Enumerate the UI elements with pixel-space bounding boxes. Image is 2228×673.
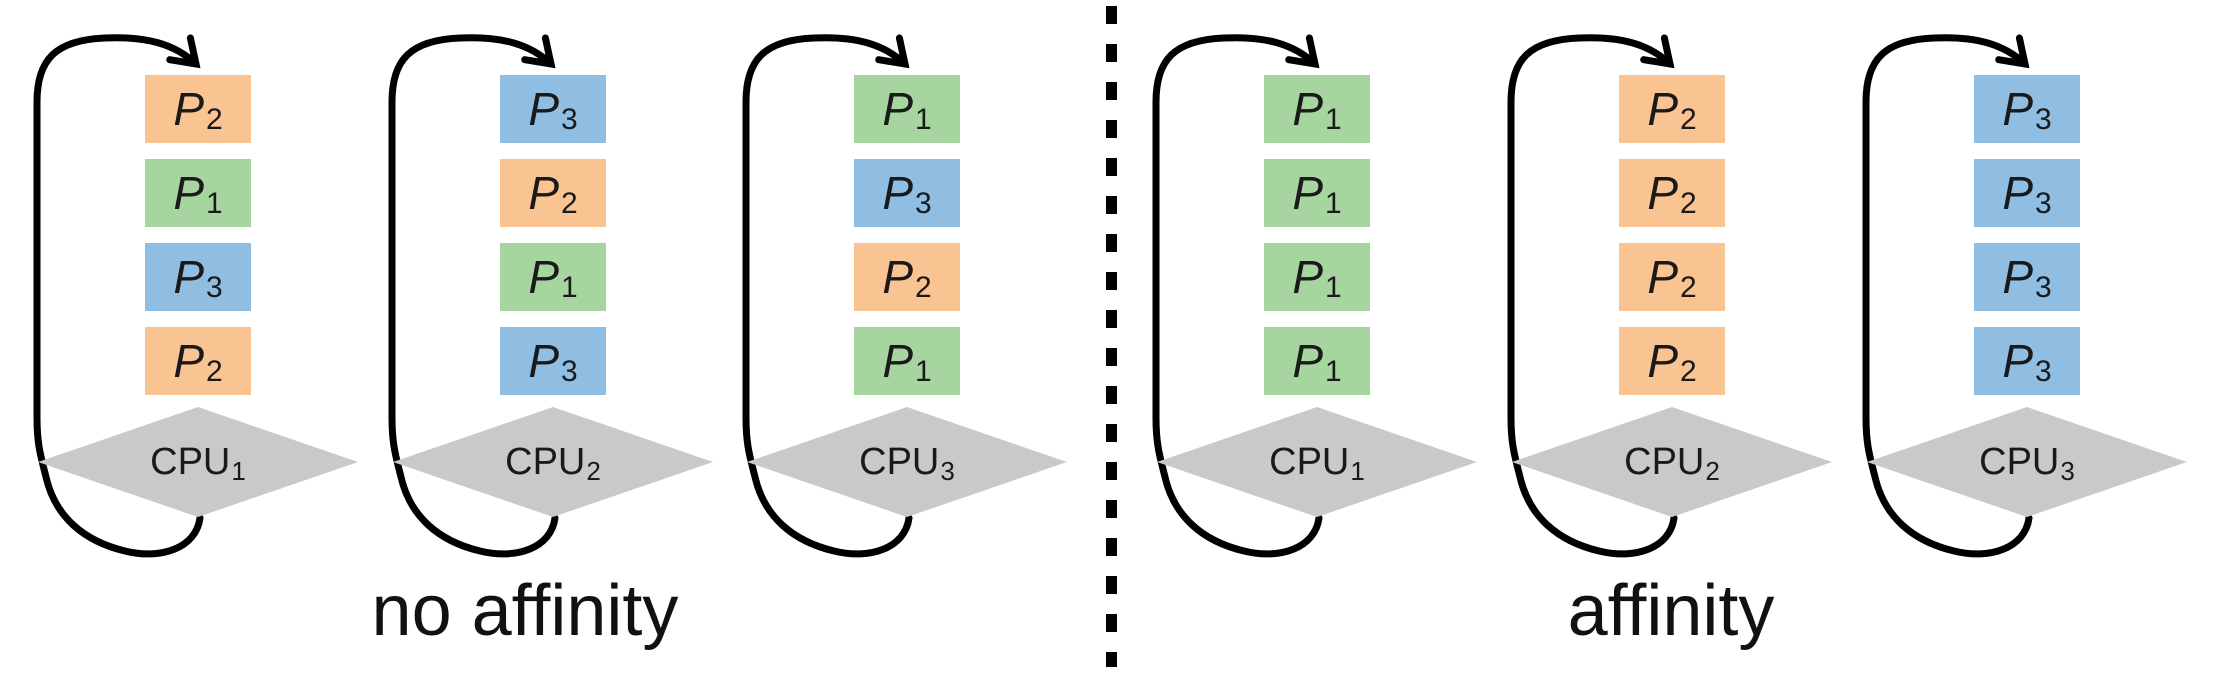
requeue-loop-arrow-icon xyxy=(33,34,204,558)
group-divider-dashed-line xyxy=(1106,6,1117,667)
cpu-subscript: 2 xyxy=(586,456,601,486)
process-label: P xyxy=(882,251,913,303)
process-subscript: 3 xyxy=(2035,355,2052,388)
process-subscript: 2 xyxy=(1680,271,1697,304)
process-label: P xyxy=(1647,335,1678,387)
process-label: P xyxy=(528,251,559,303)
process-label: P xyxy=(1647,251,1678,303)
cpu-subscript: 1 xyxy=(1350,456,1365,486)
process-subscript: 1 xyxy=(915,103,932,136)
process-subscript: 2 xyxy=(915,271,932,304)
process-subscript: 3 xyxy=(915,187,932,220)
process-label: P xyxy=(528,167,559,219)
requeue-loop-arrow-icon xyxy=(1152,34,1323,558)
process-subscript: 2 xyxy=(206,103,223,136)
process-subscript: 1 xyxy=(561,271,578,304)
process-subscript: 2 xyxy=(561,187,578,220)
cpu-label: CPU xyxy=(1624,441,1705,483)
process-subscript: 1 xyxy=(206,187,223,220)
process-label: P xyxy=(528,335,559,387)
process-label: P xyxy=(1292,167,1323,219)
group-label-no-affinity: no affinity xyxy=(371,571,679,651)
cpu-subscript: 3 xyxy=(2060,456,2075,486)
process-subscript: 2 xyxy=(1680,187,1697,220)
cpu-label: CPU xyxy=(859,441,940,483)
process-label: P xyxy=(1647,167,1678,219)
process-label: P xyxy=(882,335,913,387)
process-subscript: 3 xyxy=(561,103,578,136)
requeue-loop-arrow-icon xyxy=(1507,34,1678,558)
process-subscript: 1 xyxy=(1325,187,1342,220)
process-label: P xyxy=(882,167,913,219)
process-label: P xyxy=(173,83,204,135)
process-subscript: 1 xyxy=(1325,355,1342,388)
process-label: P xyxy=(2002,167,2033,219)
requeue-loop-arrow-icon xyxy=(1862,34,2033,558)
process-subscript: 3 xyxy=(206,271,223,304)
process-label: P xyxy=(173,167,204,219)
process-subscript: 3 xyxy=(2035,103,2052,136)
cpu-label: CPU xyxy=(505,441,586,483)
process-subscript: 1 xyxy=(1325,271,1342,304)
process-subscript: 2 xyxy=(1680,103,1697,136)
process-label: P xyxy=(1292,83,1323,135)
group-label-affinity: affinity xyxy=(1567,571,1775,651)
cpu-label: CPU xyxy=(150,441,231,483)
process-label: P xyxy=(1292,335,1323,387)
process-subscript: 1 xyxy=(1325,103,1342,136)
requeue-loop-arrow-icon xyxy=(742,34,913,558)
requeue-loop-arrow-icon xyxy=(388,34,559,558)
cpu-label: CPU xyxy=(1979,441,2060,483)
process-label: P xyxy=(173,335,204,387)
cpu-subscript: 3 xyxy=(940,456,955,486)
process-label: P xyxy=(528,83,559,135)
process-label: P xyxy=(2002,83,2033,135)
process-subscript: 2 xyxy=(1680,355,1697,388)
process-label: P xyxy=(1647,83,1678,135)
process-subscript: 3 xyxy=(561,355,578,388)
cpu-subscript: 1 xyxy=(231,456,246,486)
process-subscript: 2 xyxy=(206,355,223,388)
process-subscript: 3 xyxy=(2035,187,2052,220)
process-label: P xyxy=(1292,251,1323,303)
process-label: P xyxy=(2002,335,2033,387)
process-label: P xyxy=(173,251,204,303)
process-label: P xyxy=(882,83,913,135)
process-subscript: 1 xyxy=(915,355,932,388)
cpu-label: CPU xyxy=(1269,441,1350,483)
process-label: P xyxy=(2002,251,2033,303)
cpu-subscript: 2 xyxy=(1705,456,1720,486)
process-subscript: 3 xyxy=(2035,271,2052,304)
